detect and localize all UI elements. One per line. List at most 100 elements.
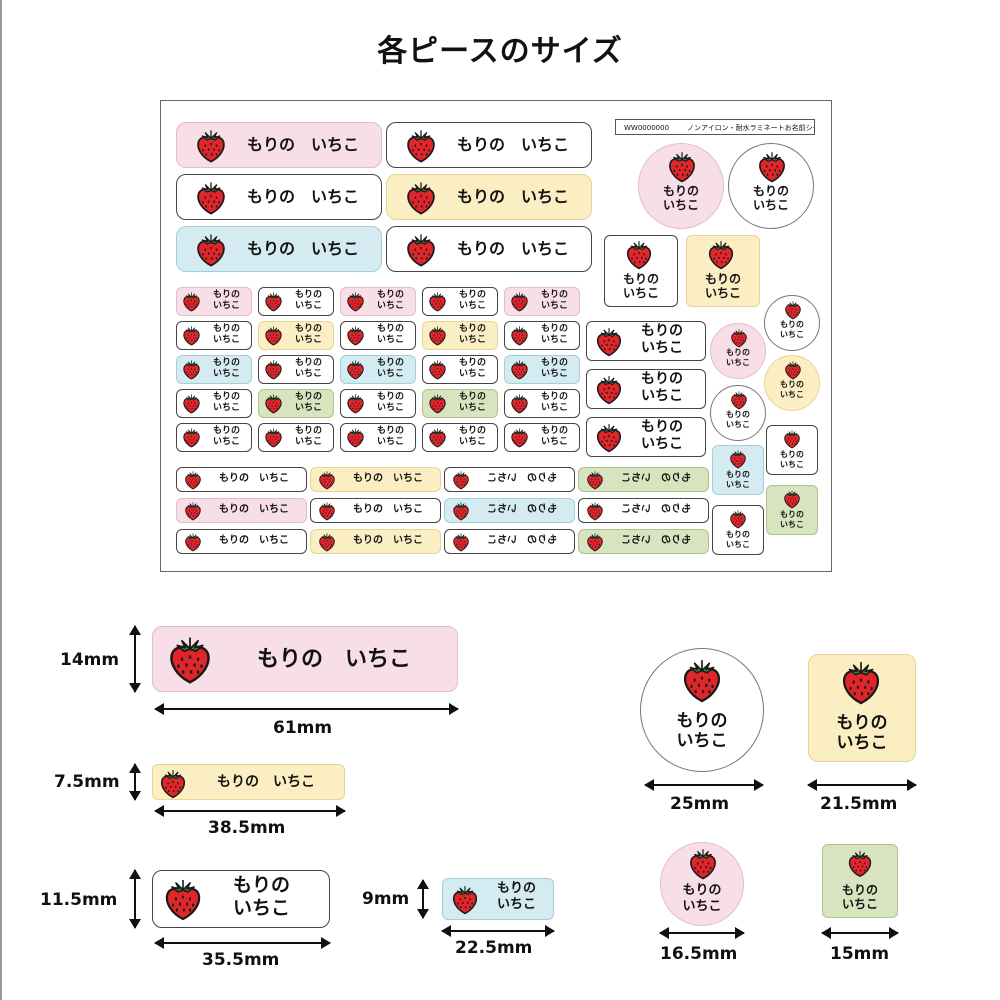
strawberry-icon — [265, 360, 282, 380]
name-line2: いちこ — [377, 436, 405, 447]
arrow-icon — [417, 879, 429, 919]
strawberry-icon — [848, 850, 872, 878]
name-line2: いちこ — [641, 339, 683, 356]
name-line1: もりの — [213, 392, 241, 402]
name-line1: もりの — [213, 290, 241, 300]
example-small-label: もりのいちこ — [442, 878, 554, 920]
large-name-label: もりの いちこ — [386, 174, 592, 220]
small-name-label: もりのいちこ — [258, 287, 334, 316]
name-line2: いちこ — [295, 334, 323, 345]
small-name-label: もりのいちこ — [504, 423, 580, 452]
name-line1: もりの — [752, 184, 789, 198]
name-line1: もりの — [213, 426, 241, 436]
strawberry-icon — [587, 471, 603, 490]
strawberry-icon — [511, 360, 528, 380]
name-line1: もりの — [295, 324, 323, 334]
name-text: もりのいちこ — [213, 290, 240, 312]
name-line2: いちこ — [459, 334, 487, 345]
name-line1: もりの — [841, 883, 878, 897]
name-line1: もりの — [780, 450, 804, 459]
long-label-height: 7.5mm — [54, 772, 120, 792]
small-circle-name-label: もりのいちこ — [710, 385, 766, 441]
sheet-code: WW0000000 — [624, 124, 670, 132]
strawberry-icon — [185, 471, 201, 490]
strawberry-icon — [183, 326, 200, 346]
name-line2: いちこ — [295, 368, 323, 379]
name-text: もりの いちこ — [353, 504, 423, 515]
mirrored-name-label: もりの いちこ — [444, 498, 575, 523]
name-text: もりのいちこ — [661, 883, 743, 914]
name-text: もりの いちこ — [247, 135, 360, 154]
name-text: もりのいちこ — [713, 470, 763, 489]
name-text: もりのいちこ — [541, 324, 568, 346]
name-line1: もりの — [726, 470, 750, 479]
name-line1: もりの — [676, 711, 728, 731]
arrow-icon — [154, 805, 346, 817]
name-line2: いちこ — [459, 300, 487, 311]
strawberry-icon — [690, 849, 716, 880]
strawberry-icon — [429, 394, 446, 414]
arrow-icon — [441, 925, 555, 937]
name-line1: もりの — [233, 874, 291, 896]
name-line2: いちこ — [841, 897, 878, 912]
name-line2: いちこ — [641, 435, 683, 452]
medium-name-label: もりのいちこ — [586, 369, 706, 409]
medium-label-width: 35.5mm — [202, 950, 280, 970]
name-text: もりの いちこ — [353, 473, 423, 484]
square-name-label: もりのいちこ — [604, 235, 678, 307]
strawberry-icon — [170, 637, 210, 684]
strawberry-icon — [596, 376, 622, 405]
name-line1: もりの — [377, 426, 405, 436]
name-text: もりの いちこ — [457, 135, 570, 154]
small-name-label: もりのいちこ — [422, 355, 498, 384]
large-name-label: もりの いちこ — [176, 174, 382, 220]
name-text: もりの いちこ — [247, 239, 360, 258]
square-large-size: 21.5mm — [820, 794, 898, 814]
strawberry-icon — [265, 394, 282, 414]
name-line1: もりの — [213, 324, 241, 334]
name-line1: もりの — [541, 426, 569, 436]
strawberry-icon — [347, 428, 364, 448]
name-text: もりのいちこ — [605, 272, 677, 301]
name-text: もりのいちこ — [641, 371, 683, 405]
name-line2: いちこ — [541, 300, 569, 311]
name-text: もりのいちこ — [541, 392, 568, 414]
strawberry-icon — [730, 510, 746, 529]
small-name-label: もりのいちこ — [504, 287, 580, 316]
strawberry-icon — [319, 533, 335, 552]
name-text: もりのいちこ — [377, 324, 404, 346]
strawberry-icon — [511, 428, 528, 448]
name-text: もりのいちこ — [639, 184, 723, 213]
small-name-label: もりのいちこ — [340, 355, 416, 384]
small-square-name-label: もりのいちこ — [766, 425, 818, 475]
strawberry-icon — [160, 770, 186, 799]
strawberry-icon — [319, 471, 335, 490]
name-text: もりの いちこ — [217, 774, 315, 790]
mirrored-name-text: もりの いちこ — [621, 504, 691, 516]
name-line1: もりの — [726, 410, 750, 419]
strawberry-icon — [731, 391, 747, 410]
long-name-label: もりの いちこ — [310, 529, 441, 554]
long-name-label: もりの いちこ — [176, 498, 307, 523]
strawberry-icon — [785, 361, 801, 380]
name-line2: いちこ — [213, 436, 241, 447]
strawberry-icon — [626, 241, 652, 270]
strawberry-icon — [759, 152, 785, 183]
mirrored-name-text: もりの いちこ — [487, 535, 557, 547]
name-text: もりのいちこ — [295, 392, 322, 414]
name-line2: いちこ — [459, 368, 487, 379]
name-line1: もりの — [459, 290, 487, 300]
large-label-width: 61mm — [273, 718, 333, 738]
small-name-label: もりのいちこ — [258, 355, 334, 384]
strawberry-icon — [785, 301, 801, 320]
name-line2: いちこ — [541, 368, 569, 379]
strawberry-icon — [265, 428, 282, 448]
name-line1: もりの — [704, 272, 741, 286]
strawberry-icon — [596, 424, 622, 453]
name-text: もりのいちこ — [767, 450, 817, 469]
name-line2: いちこ — [459, 436, 487, 447]
name-line2: いちこ — [213, 368, 241, 379]
mirrored-name: もりの いちこ — [487, 504, 557, 515]
small-name-label: もりのいちこ — [504, 321, 580, 350]
name-text: もりの いちこ — [457, 239, 570, 258]
